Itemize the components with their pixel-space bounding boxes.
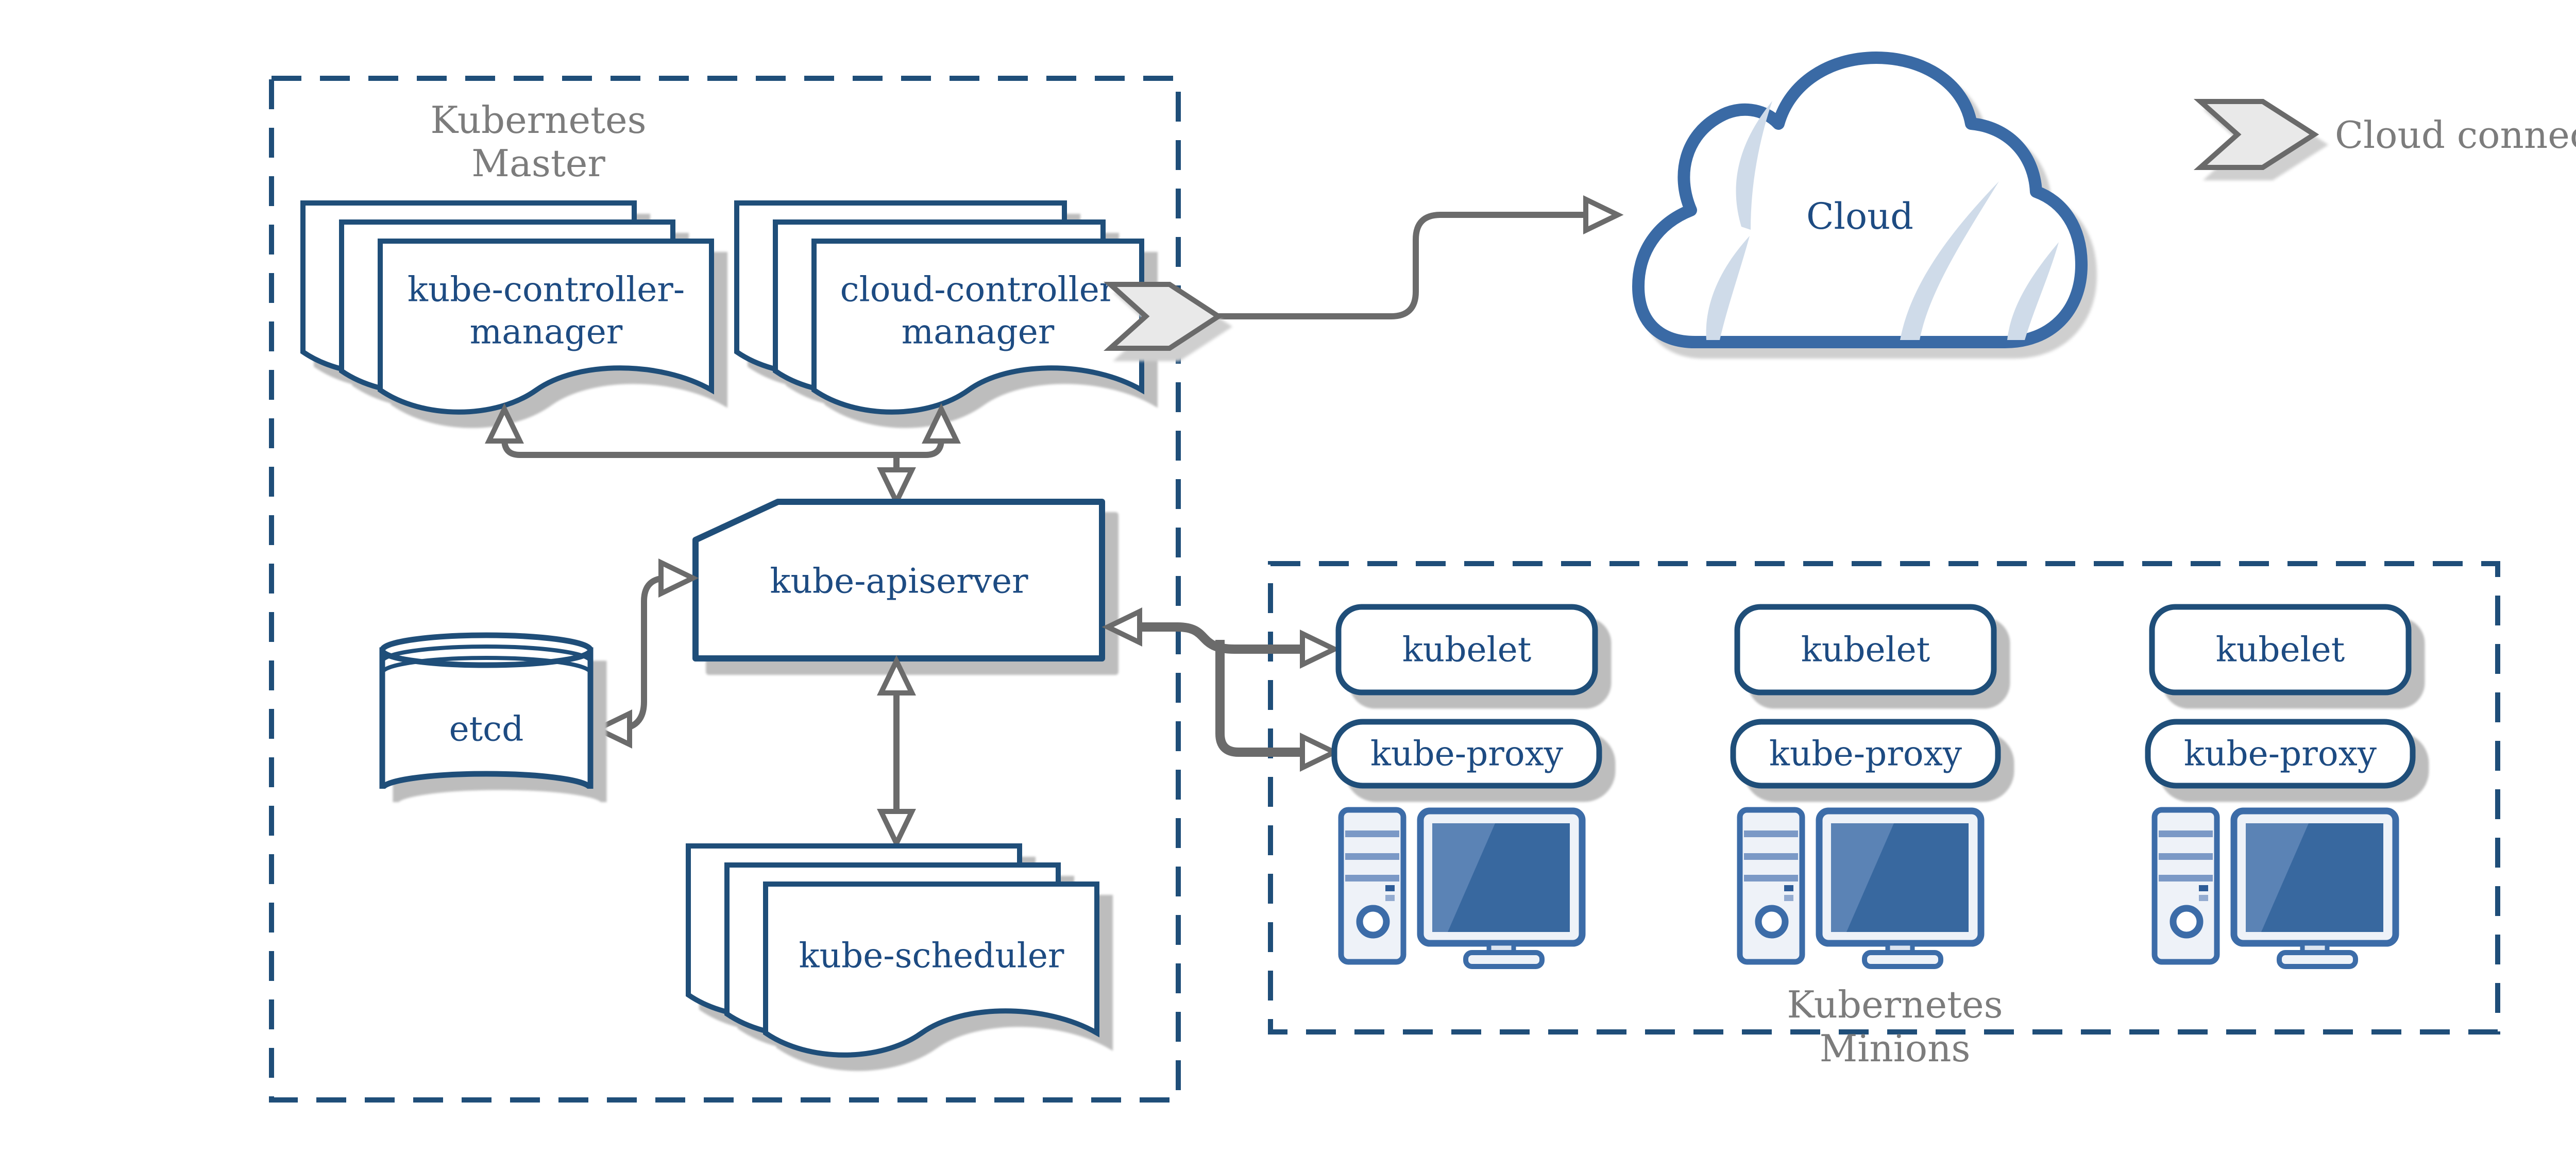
node-etcd: etcd: [379, 632, 594, 790]
arrowhead-up-kube-controller: [485, 403, 524, 444]
connector-line: [608, 575, 689, 732]
node-cloud-controller-manager: cloud-controller manager: [734, 200, 1144, 415]
apiserver-card: [692, 499, 1105, 662]
master-dashed-border: [269, 76, 1181, 1103]
arrowhead-right-kube-proxy: [1300, 733, 1341, 772]
minion-column-2: kubelet kube-proxy: [1730, 604, 2001, 967]
kube-scheduler-label: kube-scheduler: [799, 936, 1064, 976]
minions-title-line2: Minions: [1820, 1027, 1971, 1070]
kubelet-box: [1335, 604, 1598, 696]
kube-proxy-box: [1730, 719, 2001, 789]
kube-apiserver-label: kube-apiserver: [770, 562, 1028, 601]
legend-label: Cloud connector: [2335, 113, 2576, 157]
etcd-ring-1: [380, 645, 592, 662]
computer-icon: [2155, 810, 2396, 967]
master-title-line1: Kubernetes: [430, 98, 646, 142]
minions-box: [1268, 561, 2500, 1035]
etcd-label: etcd: [449, 709, 524, 749]
legend: Cloud connector: [2193, 99, 2576, 170]
arrowhead-right-apiserver: [658, 558, 699, 598]
cloud-controller-manager-label-line1: cloud-controller: [840, 270, 1116, 310]
document-stack-front: [378, 239, 714, 415]
document-stack-front: [763, 881, 1099, 1058]
cloud-slash-4: [2007, 242, 2059, 340]
connector-line: [1218, 212, 1607, 319]
arrow-controllers-to-apiserver: [485, 403, 961, 508]
cloud-shape: [1632, 52, 2088, 348]
arrowhead-up-apiserver: [877, 655, 916, 696]
kube-proxy-label: kube-proxy: [1769, 734, 1962, 774]
arrow-apiserver-minions: [1101, 607, 1341, 772]
kube-controller-manager-label-line1: kube-controller-: [408, 270, 685, 310]
arrowhead-down-scheduler: [877, 809, 916, 850]
kube-proxy-label: kube-proxy: [2184, 734, 2377, 774]
kube-proxy-box: [2145, 719, 2416, 789]
arrowhead-left-etcd: [591, 709, 632, 749]
computer-icon: [1740, 810, 1981, 967]
kube-proxy-box: [1331, 719, 1602, 789]
line-to-kubelet: [1114, 622, 1327, 654]
node-cloud: Cloud: [1632, 52, 2088, 348]
minions-dashed-border: [1268, 561, 2500, 1035]
kubelet-label: kubelet: [1801, 630, 1930, 670]
document-stack-front: [811, 239, 1144, 415]
master-title-line2: Master: [471, 142, 605, 185]
cloud-slash-2: [1706, 236, 1750, 340]
cloud-connector-icon: [1103, 282, 1224, 351]
node-kube-scheduler: kube-scheduler: [686, 843, 1099, 1058]
etcd-ring-2: [380, 656, 592, 673]
minion-column-1: kubelet kube-proxy: [1331, 604, 1602, 967]
master-box: Kubernetes Master: [269, 76, 1181, 1103]
minions-title: Kubernetes Minions: [1787, 983, 2003, 1070]
kubelet-box: [1734, 604, 1997, 696]
arrowhead-right-cloud: [1583, 195, 1624, 234]
etcd-database-body: [379, 647, 594, 790]
arrowhead-right-kubelet: [1300, 630, 1341, 669]
connector-line: [501, 412, 944, 458]
arrowhead-left-apiserver: [1101, 607, 1142, 647]
kubelet-label: kubelet: [1402, 630, 1532, 670]
computer-icon: [1341, 810, 1582, 967]
cloud-controller-manager-label-line2: manager: [902, 312, 1055, 352]
arrowhead-up-cloud-controller: [922, 403, 961, 444]
kube-controller-manager-label-line2: manager: [470, 312, 623, 352]
arrow-apiserver-etcd: [591, 558, 699, 749]
cloud-slash-3: [1900, 181, 1999, 340]
kubelet-box: [2149, 604, 2412, 696]
arrow-cloudconnector-to-cloud: [1218, 195, 1624, 319]
node-kube-apiserver: kube-apiserver: [692, 499, 1105, 662]
cloud-connector-legend-icon: [2193, 99, 2319, 170]
minion-column-3: kubelet kube-proxy: [2145, 604, 2416, 967]
kube-proxy-label: kube-proxy: [1370, 734, 1564, 774]
kubelet-label: kubelet: [2216, 630, 2345, 670]
etcd-database-top: [379, 632, 594, 668]
minions-title-line1: Kubernetes: [1787, 983, 2003, 1026]
line-to-kube-proxy: [1215, 640, 1327, 757]
node-kube-controller-manager: kube-controller- manager: [300, 200, 714, 415]
cloud-slash-1: [1736, 101, 1772, 230]
arrow-apiserver-scheduler: [877, 655, 916, 850]
arrowhead-down-apiserver: [877, 467, 916, 508]
cloud-label: Cloud: [1806, 195, 1913, 238]
